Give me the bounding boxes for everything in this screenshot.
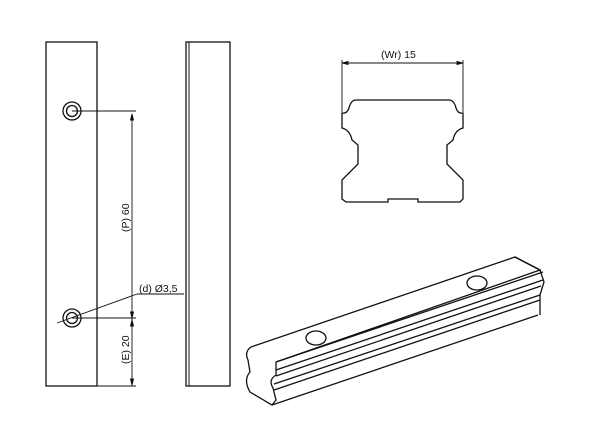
dimension-lines: [56, 110, 184, 387]
isometric-hole-back: [466, 275, 488, 291]
cross-section: [341, 99, 464, 203]
hole-diameter-label: (d) Ø3,5: [139, 283, 178, 295]
rail-profile: [341, 99, 464, 203]
rail-front-outline: [45, 41, 98, 387]
isometric-view: [245, 256, 545, 406]
isometric-hole-front: [305, 330, 327, 346]
side-view: [185, 41, 231, 387]
end-distance-dimension-label: (E) 20: [120, 335, 132, 364]
rail-side-outline: [185, 41, 231, 387]
front-view: [45, 41, 98, 387]
rail-width-label: (Wr) 15: [381, 49, 416, 61]
width-dimension: [341, 60, 464, 112]
pitch-dimension-label: (P) 60: [120, 203, 132, 232]
